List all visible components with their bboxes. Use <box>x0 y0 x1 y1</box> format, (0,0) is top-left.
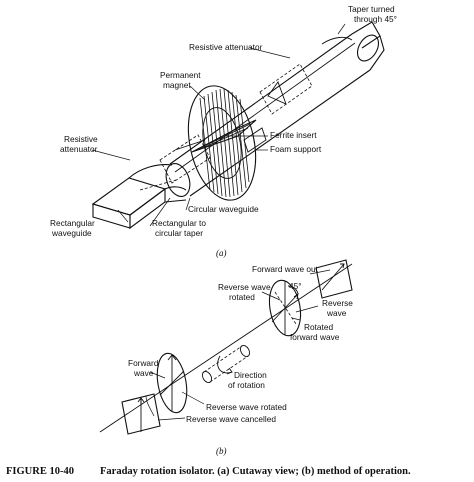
label-foam-support: Foam support <box>270 144 322 154</box>
label-reverse-wave-cancelled: Reverse wave cancelled <box>186 414 276 424</box>
label-sub-a: (a) <box>216 248 227 258</box>
label-taper-turned: Taper turned <box>348 4 395 14</box>
label-resistive-attenuator-top: Resistive attenuator <box>189 42 263 52</box>
rect-to-circular-taper <box>128 163 191 203</box>
label-reverse-wave-rotated: Reverse wave rotated <box>206 402 287 412</box>
labels-b: Forward wave out 45° Reverse wave rotate… <box>128 264 353 456</box>
label-rectangular: Rectangular <box>50 218 95 228</box>
label-rect-to-circ-1: Rectangular to <box>152 218 206 228</box>
label-direction-of: Direction <box>234 370 267 380</box>
label-rotated-line2: forward wave <box>290 332 340 342</box>
circular-waveguide <box>169 33 371 197</box>
label-ferrite-insert: Ferrite insert <box>270 130 317 140</box>
cutaway-view <box>91 21 385 230</box>
output-window <box>315 259 353 299</box>
label-resistive: Resistive <box>64 134 98 144</box>
taper-end <box>321 21 385 71</box>
forward-wave-circle <box>156 352 188 414</box>
label-wave-in: wave <box>133 368 154 378</box>
label-attenuator: attenuator <box>60 144 98 154</box>
resistive-attenuator-right <box>259 63 313 115</box>
rotated-circle <box>268 279 302 337</box>
caption-figure-number: FIGURE 10-40 <box>6 466 74 477</box>
label-sub-b: (b) <box>216 446 227 456</box>
label-rect-to-circ-2: circular taper <box>155 228 203 238</box>
label-wave: wave <box>326 308 347 318</box>
caption-text: Faraday rotation isolator. (a) Cutaway v… <box>100 466 411 477</box>
label-rotated: rotated <box>229 292 255 302</box>
figure-caption: FIGURE 10-40 Faraday rotation isolator. … <box>6 466 411 477</box>
ferrite-insert <box>191 119 257 153</box>
label-forward: Forward <box>128 358 159 368</box>
label-magnet: magnet <box>163 80 191 90</box>
permanent-magnet <box>187 85 257 201</box>
label-rotated-line1: Rotated <box>304 322 333 332</box>
label-reverse-wave: Reverse wave <box>218 282 271 292</box>
propagation-axis <box>99 263 353 433</box>
label-circular-waveguide: Circular waveguide <box>188 204 259 214</box>
label-through-45: through 45° <box>354 14 397 24</box>
foam-support <box>243 127 267 153</box>
label-forward-wave-out: Forward wave out <box>252 264 319 274</box>
input-window <box>121 393 161 435</box>
label-reverse: Reverse <box>322 298 353 308</box>
leaders-a <box>91 23 346 227</box>
label-waveguide: waveguide <box>51 228 92 238</box>
resistive-attenuator-left <box>159 134 211 184</box>
label-angle-45: 45° <box>289 281 302 291</box>
ferrite-rod <box>201 344 251 384</box>
operation-view <box>99 259 353 435</box>
labels-a: Taper turned through 45° Resistive atten… <box>50 4 397 258</box>
leaders-b <box>145 269 331 421</box>
label-of-rotation: of rotation <box>228 380 265 390</box>
label-permanent: Permanent <box>160 70 201 80</box>
